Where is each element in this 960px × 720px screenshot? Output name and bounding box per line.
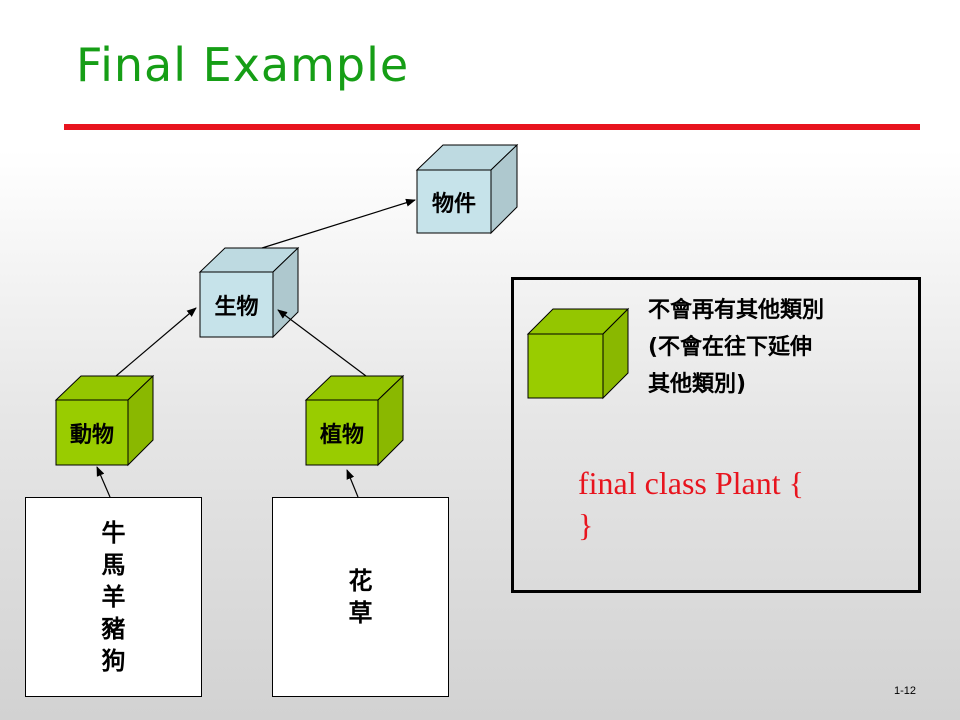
plant-instances-box: 花 草 — [272, 497, 449, 697]
node-object-label: 物件 — [431, 191, 476, 217]
arrow-animal-to-organism — [115, 307, 197, 377]
arrow-organism-to-object — [261, 198, 416, 249]
animal-instances-box: 牛 馬 羊 豬 狗 — [25, 497, 202, 697]
page-number: 1-12 — [894, 685, 917, 697]
cube-animal — [54, 374, 155, 467]
legend-description: 不會再有其他類別 (不會在往下延伸 其他類別) — [648, 298, 825, 397]
cube-object — [415, 143, 519, 235]
arrow-plant-to-organism — [277, 309, 367, 377]
cube-plant — [304, 374, 405, 467]
final-class-code: final class Plant { } — [578, 465, 804, 543]
node-animal-label: 動物 — [69, 422, 114, 448]
cube-legend-final — [526, 307, 630, 400]
node-plant-label: 植物 — [319, 422, 364, 448]
animal-instances-text: 牛 馬 羊 豬 狗 — [101, 519, 126, 675]
plant-instances-text: 花 草 — [348, 567, 373, 627]
arrow-plant-instances-to-plant — [346, 469, 359, 498]
arrow-animal-instances-to-animal — [96, 466, 111, 498]
title-underline — [64, 124, 920, 130]
node-organism-label: 生物 — [214, 294, 259, 320]
cube-organism — [198, 246, 300, 339]
final-class-legend — [511, 277, 921, 593]
slide-title: Final Example — [76, 38, 410, 92]
